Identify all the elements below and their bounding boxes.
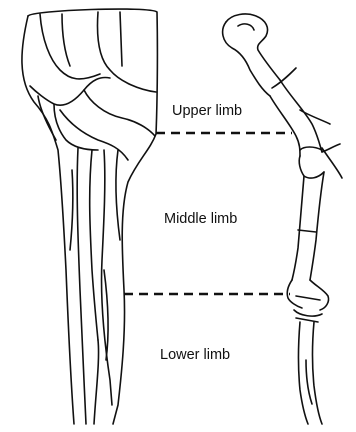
muscle-outline-left bbox=[22, 9, 157, 424]
skeleton-outline-right bbox=[223, 14, 342, 424]
middle-limb-label: Middle limb bbox=[164, 211, 237, 227]
upper-limb-label: Upper limb bbox=[172, 103, 242, 119]
lower-limb-label: Lower limb bbox=[160, 347, 230, 363]
